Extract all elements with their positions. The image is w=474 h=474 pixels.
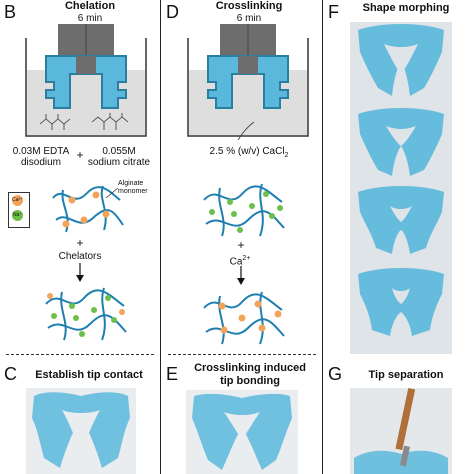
reagent-cacl2-sub: 2	[284, 152, 289, 159]
legend-na-label: Na⁺	[13, 212, 23, 218]
alginate-network-d-bottom	[203, 291, 285, 345]
panel-time-d: 6 min	[236, 13, 262, 24]
photo-tip-contact	[26, 388, 136, 474]
reagent-edta-line1: 0.03M EDTA	[12, 146, 70, 157]
panel-title-d: Crosslinking	[215, 0, 283, 12]
legend-ca-label: Ca²⁺	[12, 197, 23, 203]
divider-b	[6, 354, 154, 355]
reagent-cacl2-text: 2.5 % (w/v) CaCl	[209, 146, 285, 157]
panel-letter-d: D	[166, 2, 179, 22]
photo-shape-morphing	[350, 22, 452, 354]
monomer-pointer	[105, 187, 119, 199]
panel-title-e-line1: Crosslinking induced	[194, 362, 306, 374]
reagent-plus-b: +	[76, 148, 84, 162]
panel-letter-e: E	[166, 364, 179, 384]
monomer-label-line1: Alginate	[118, 180, 144, 187]
chem-structures-b	[39, 113, 129, 130]
monomer-label-line2: monomer	[118, 188, 148, 195]
reagent-citrate-line2: sodium citrate	[87, 157, 151, 168]
reagent-cacl2: 2.5 % (w/v) CaCl2	[184, 146, 314, 161]
panel-letter-f: F	[328, 2, 339, 22]
ion-ca-sup: 2+	[242, 255, 251, 262]
alginate-network-b-top	[52, 185, 124, 233]
panel-letter-g: G	[328, 364, 343, 384]
reagent-citrate-line1: 0.055M	[102, 146, 136, 157]
arrow-down-d	[237, 266, 245, 285]
mold-bath-d	[187, 24, 309, 140]
panel-title-g: Tip separation	[368, 369, 444, 381]
panel-time-b: 6 min	[77, 13, 103, 24]
chelators-label: Chelators	[58, 251, 102, 262]
panel-title-b: Chelation	[64, 0, 116, 12]
divider-d	[168, 354, 316, 355]
separator-1	[160, 0, 161, 474]
alginate-network-d-top	[203, 183, 285, 237]
panel-letter-b: B	[4, 2, 17, 22]
step-plus-d: +	[237, 238, 245, 252]
na-ion-dot	[12, 210, 23, 221]
panel-letter-c: C	[4, 364, 17, 384]
photo-tip-separation	[350, 388, 452, 474]
arrow-down-b	[76, 263, 84, 282]
separator-2	[322, 0, 323, 474]
step-plus-b: +	[76, 236, 84, 250]
reagent-edta-line2: disodium	[20, 157, 62, 168]
photo-tip-bonding	[186, 390, 298, 474]
ion-ca-label: Ca2+	[215, 253, 265, 267]
panel-title-c: Establish tip contact	[35, 369, 143, 381]
panel-title-f: Shape morphing	[362, 2, 450, 14]
panel-title-e-line2: tip bonding	[220, 375, 280, 387]
mold-bath-b	[25, 24, 147, 137]
alginate-network-b-bottom	[45, 287, 127, 341]
ion-ca-text: Ca	[229, 256, 243, 268]
ca-ion-dot	[12, 195, 23, 206]
